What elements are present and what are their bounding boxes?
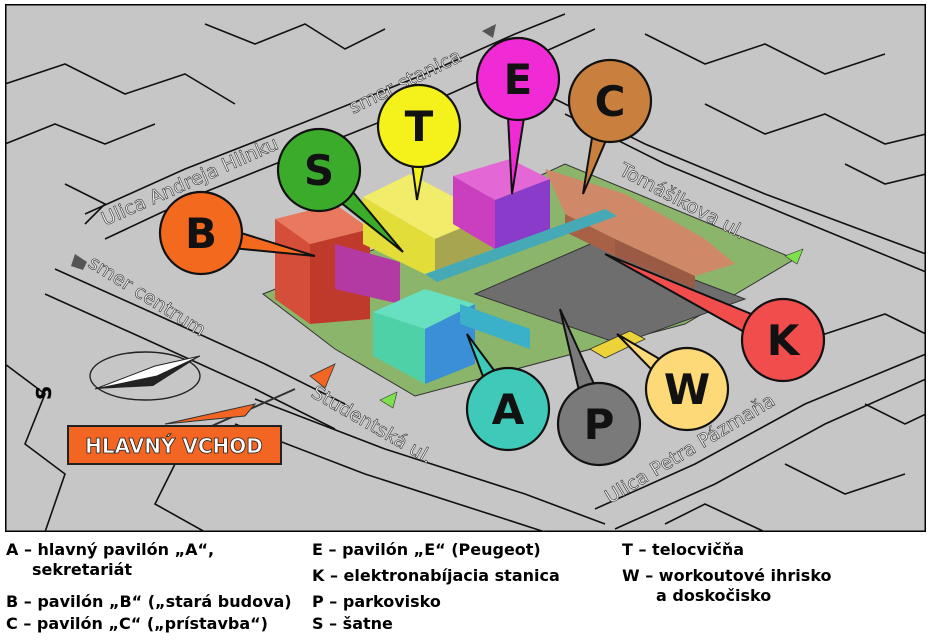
legend-item-c: C – pavilón „C“ („prístavba“): [6, 614, 268, 634]
marker-circle-a: [465, 366, 551, 452]
marker-k: K: [604, 253, 826, 383]
marker-letter-w: W: [664, 365, 710, 414]
legend-b-text: B – pavilón „B“ („stará budova): [6, 592, 292, 611]
marker-c: C: [567, 58, 653, 195]
marker-s: S: [276, 127, 404, 253]
legend-w-line2: a doskočisko: [656, 586, 772, 605]
legend-item-k: K – elektronabíjacia stanica: [312, 566, 560, 586]
legend-s-text: S – šatne: [312, 614, 393, 633]
direction-arrows: [71, 24, 804, 409]
green-arrow-east-icon: [784, 248, 804, 265]
marker-letter-t: T: [405, 102, 434, 151]
building-a: [373, 209, 617, 384]
marker-circle-s: [276, 127, 362, 213]
legend-item-a: A – hlavný pavilón „A“, sekretariát: [6, 540, 214, 580]
marker-letter-e: E: [504, 55, 533, 104]
building-b: [275, 204, 400, 324]
legend-item-b: B – pavilón „B“ („stará budova): [6, 592, 292, 612]
marker-letter-a: A: [492, 385, 525, 434]
legend-item-t: T – telocvičňa: [622, 540, 744, 560]
compass-label: S: [32, 386, 56, 400]
arrow-smer-stanica-icon: [482, 24, 496, 38]
marker-a: A: [465, 333, 551, 452]
marker-circle-t: [376, 83, 462, 169]
parking-lot: [473, 241, 747, 345]
legend-item-p: P – parkovisko: [312, 592, 441, 612]
marker-circle-c: [567, 58, 653, 144]
marker-w: W: [616, 333, 730, 432]
entrance-label: HLAVNÝ VCHOD: [85, 434, 263, 458]
arrow-smer-centrum-icon: [71, 254, 87, 270]
legend: A – hlavný pavilón „A“, sekretariát B – …: [0, 536, 932, 641]
building-e: [453, 159, 550, 249]
entrance-arrow-icon: [309, 363, 336, 389]
legend-e-text: E – pavilón „E“ (Peugeot): [312, 540, 541, 559]
legend-c-text: C – pavilón „C“ („prístavba“): [6, 614, 268, 633]
legend-w-line1: W – workoutové ihrisko: [622, 566, 832, 585]
legend-a-line2: sekretariát: [32, 560, 133, 579]
marker-t: T: [376, 83, 462, 201]
legend-p-text: P – parkovisko: [312, 592, 441, 611]
legend-k-text: K – elektronabíjacia stanica: [312, 566, 560, 585]
campus-map: Ulica Andreja Hlinku smer stanica smer c…: [5, 4, 926, 532]
legend-item-w: W – workoutové ihrisko a doskočisko: [622, 566, 832, 606]
marker-p: P: [556, 308, 642, 467]
marker-b: B: [158, 190, 316, 276]
marker-circle-w: [644, 346, 730, 432]
main-entrance: HLAVNÝ VCHOD: [67, 388, 296, 465]
marker-letter-s: S: [304, 146, 334, 195]
marker-letter-k: K: [767, 316, 801, 365]
compass-icon: S: [32, 351, 201, 401]
marker-letter-c: C: [595, 77, 626, 126]
legend-t-text: T – telocvičňa: [622, 540, 745, 559]
workout-area: [589, 330, 646, 359]
marker-circle-k: [740, 297, 826, 383]
markers: A B C E K P S T W: [158, 36, 826, 467]
entrance-label-box: [67, 425, 282, 465]
legend-item-e: E – pavilón „E“ (Peugeot): [312, 540, 541, 560]
marker-letter-b: B: [185, 209, 217, 258]
marker-circle-p: [556, 381, 642, 467]
marker-e: E: [475, 36, 561, 195]
marker-circle-b: [158, 190, 244, 276]
marker-letter-p: P: [584, 400, 615, 449]
legend-a-line1: A – hlavný pavilón „A“,: [6, 540, 215, 559]
green-arrow-south-icon: [379, 391, 398, 409]
marker-circle-e: [475, 36, 561, 122]
legend-item-s: S – šatne: [312, 614, 393, 634]
